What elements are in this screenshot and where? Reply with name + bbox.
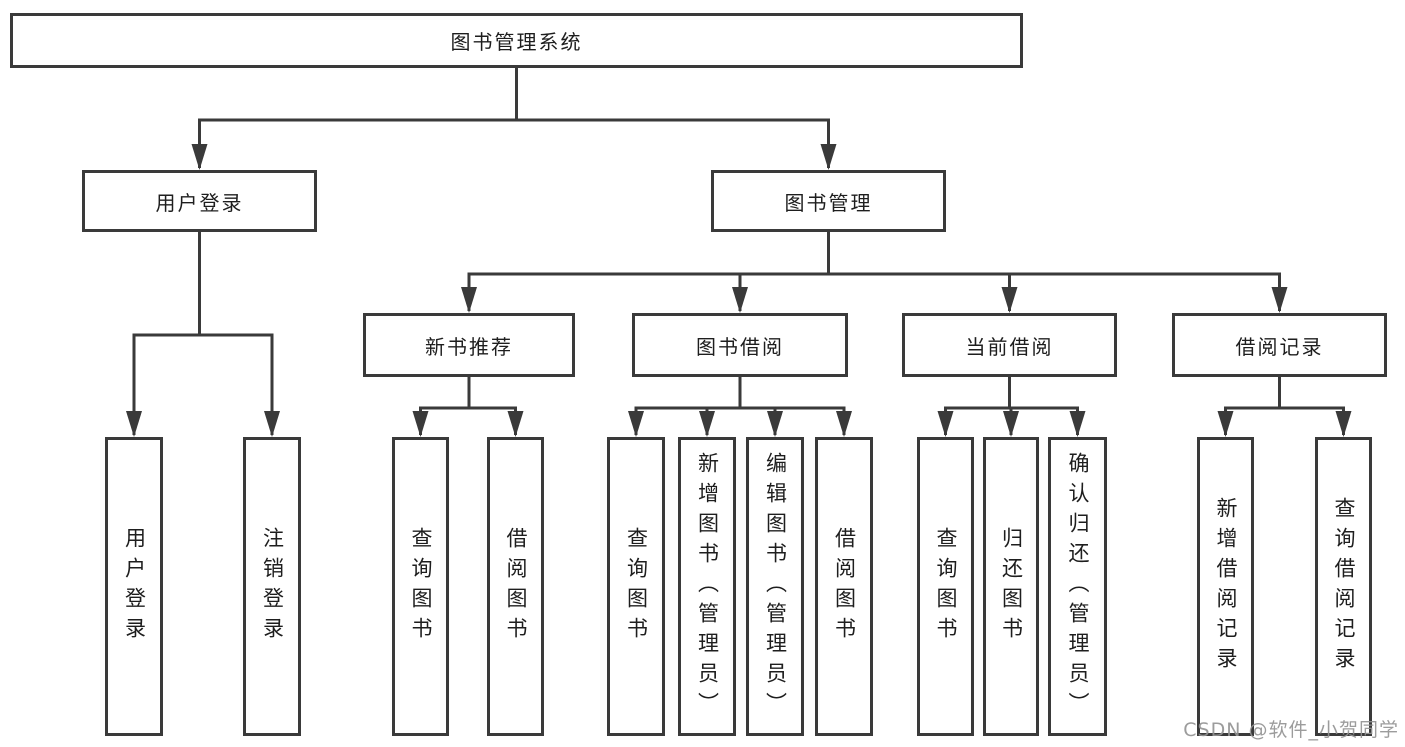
arrowhead-icon (820, 144, 837, 170)
node-label: 用户登录 (122, 526, 147, 647)
arrowhead-icon (412, 411, 429, 437)
arrowhead-icon (1003, 411, 1019, 437)
node-book-borrowing: 图书借阅 (632, 313, 848, 377)
node-label: 借阅图书 (504, 526, 528, 647)
arrowhead-icon (264, 411, 280, 437)
node-label: 查询图书 (624, 526, 649, 647)
node-leaf-rec-borrow-books: 借阅图书 (487, 437, 544, 736)
node-label: 图书管理系统 (450, 30, 583, 54)
arrowhead-icon (1335, 411, 1352, 437)
arrowhead-icon (126, 411, 142, 437)
arrowhead-icon (461, 287, 477, 313)
node-book-management: 图书管理 (711, 170, 946, 232)
node-label: 编辑图书（管理员） (763, 451, 788, 722)
arrowhead-icon (628, 411, 644, 437)
node-label: 借阅图书 (832, 526, 857, 647)
node-label: 新书推荐 (425, 334, 513, 359)
node-label: 当前借阅 (965, 334, 1054, 359)
arrowhead-icon (507, 411, 524, 437)
node-leaf-bor-query-books: 查询图书 (607, 437, 665, 736)
node-current-borrowing: 当前借阅 (902, 313, 1117, 377)
arrowhead-icon (1271, 287, 1288, 313)
node-label: 确认归还（管理员） (1066, 451, 1090, 722)
node-label: 用户登录 (155, 190, 244, 215)
node-label: 新增借阅记录 (1214, 496, 1238, 677)
arrowhead-icon (1001, 287, 1018, 313)
node-label: 查询借阅记录 (1332, 496, 1356, 677)
node-leaf-confirm-return-admin: 确认归还（管理员） (1048, 437, 1107, 736)
node-leaf-edit-books-admin: 编辑图书（管理员） (746, 437, 804, 736)
node-label: 图书借阅 (696, 334, 784, 359)
arrowhead-icon (767, 411, 783, 437)
arrowhead-icon (191, 144, 208, 170)
arrowhead-icon (836, 411, 852, 437)
node-leaf-logout: 注销登录 (243, 437, 301, 736)
node-leaf-user-login: 用户登录 (105, 437, 163, 736)
node-leaf-add-borrow-record: 新增借阅记录 (1197, 437, 1254, 736)
node-leaf-rec-query-books: 查询图书 (392, 437, 449, 736)
arrowhead-icon (1217, 411, 1234, 437)
arrowhead-icon (1069, 411, 1086, 437)
node-user-login: 用户登录 (82, 170, 317, 232)
node-label: 新增图书（管理员） (695, 451, 720, 722)
node-label: 借阅记录 (1235, 334, 1324, 359)
node-leaf-cur-query-books: 查询图书 (917, 437, 974, 736)
node-borrowing-records: 借阅记录 (1172, 313, 1387, 377)
arrowhead-icon (732, 287, 748, 313)
node-label: 注销登录 (260, 526, 285, 647)
node-library-system-root: 图书管理系统 (10, 13, 1023, 68)
node-leaf-add-books-admin: 新增图书（管理员） (678, 437, 736, 736)
node-new-book-recommend: 新书推荐 (363, 313, 575, 377)
node-leaf-bor-borrow-books: 借阅图书 (815, 437, 873, 736)
node-label: 查询图书 (409, 526, 433, 647)
arrowhead-icon (699, 411, 715, 437)
node-label: 图书管理 (784, 190, 873, 215)
node-label: 归还图书 (999, 526, 1024, 647)
node-leaf-query-borrow-record: 查询借阅记录 (1315, 437, 1372, 736)
node-label: 查询图书 (934, 526, 958, 647)
arrowhead-icon (937, 411, 954, 437)
node-leaf-return-books: 归还图书 (983, 437, 1039, 736)
